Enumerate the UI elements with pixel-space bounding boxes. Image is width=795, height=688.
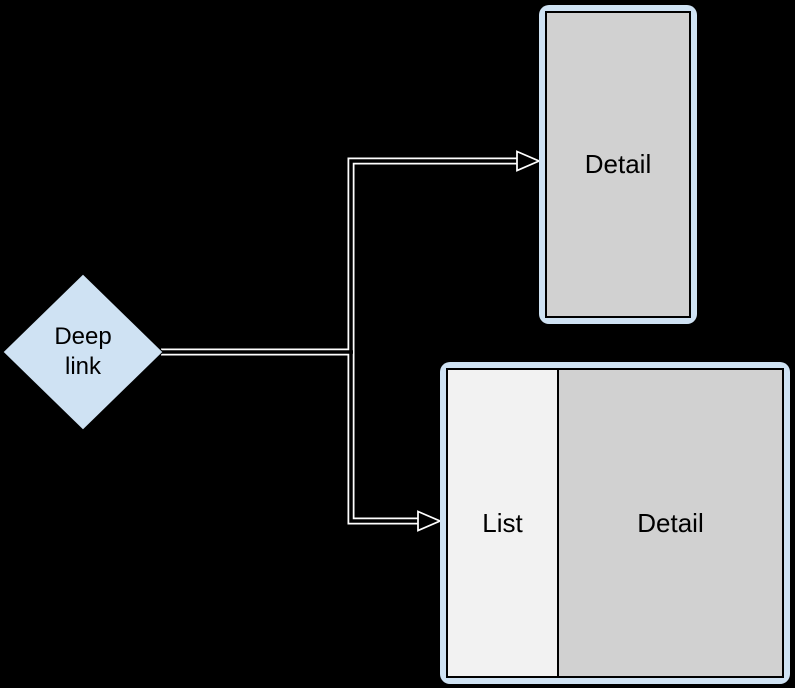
phone-screen: Detail	[545, 11, 691, 318]
decision-diamond-shape	[2, 273, 164, 431]
arrowhead-to-tablet-icon	[417, 510, 443, 532]
tablet-list-pane: List	[448, 370, 559, 676]
arrowhead-to-phone-icon	[516, 150, 542, 172]
tablet-detail-pane: Detail	[559, 370, 782, 676]
deep-link-label: Deep link	[54, 323, 112, 380]
phone-detail-label: Detail	[584, 149, 652, 179]
phone-frame: Detail	[539, 5, 697, 324]
tablet-frame: List Detail	[440, 362, 790, 684]
tablet-screen: List Detail	[446, 368, 784, 678]
connector-core	[159, 159, 519, 523]
tablet-detail-label: Detail	[637, 507, 704, 538]
tablet-list-label: List	[482, 507, 523, 538]
